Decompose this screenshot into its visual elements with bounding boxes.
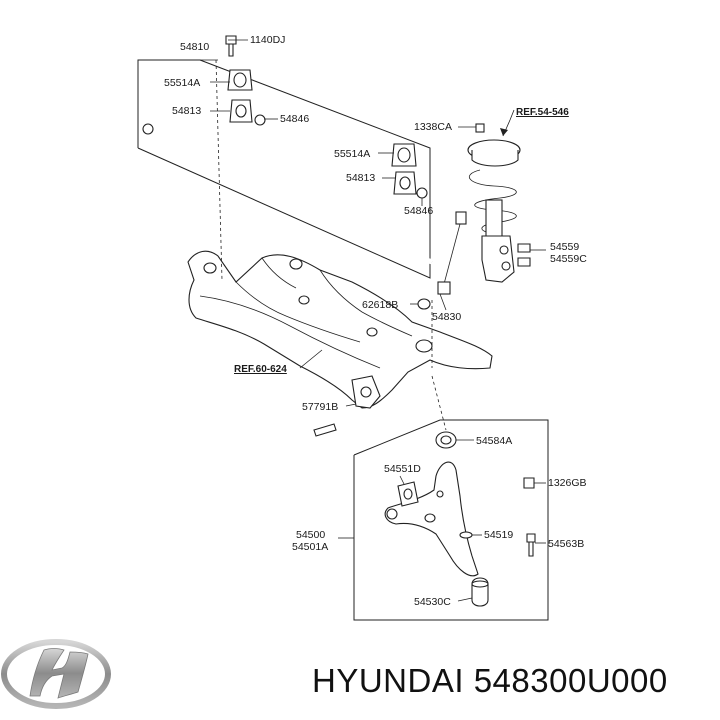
label-62618B: 62618B xyxy=(362,299,398,311)
label-54519: 54519 xyxy=(484,529,513,541)
label-54559C: 54559C xyxy=(550,253,587,265)
label-54563B: 54563B xyxy=(548,538,584,550)
label-57791B: 57791B xyxy=(302,401,338,413)
subframe-crossmember xyxy=(187,250,493,409)
brand-name: HYUNDAI xyxy=(312,662,465,699)
label-54551D: 54551D xyxy=(384,463,421,475)
label-ref-60-624: REF.60-624 xyxy=(234,364,287,375)
label-1338CA: 1338CA xyxy=(414,121,452,133)
strut-assembly xyxy=(467,109,521,283)
lower-control-arm xyxy=(384,461,479,577)
bolt-57791B xyxy=(313,423,337,437)
label-55514A-upper: 55514A xyxy=(164,77,200,89)
nut-54846-lower xyxy=(416,187,428,199)
washer-54519 xyxy=(459,531,473,539)
ball-joint-54530C xyxy=(471,577,489,607)
bracket-54813-lower xyxy=(393,171,417,195)
label-54813-lower: 54813 xyxy=(346,172,375,184)
lower-arm-group-box xyxy=(353,419,549,621)
stabilizer-bar xyxy=(142,120,433,265)
label-54501A: 54501A xyxy=(292,541,328,553)
label-54559: 54559 xyxy=(550,241,579,253)
label-1326GB: 1326GB xyxy=(548,477,587,489)
nut-54846-upper xyxy=(254,114,266,126)
label-54830: 54830 xyxy=(432,311,461,323)
bushing-55514A-upper xyxy=(227,69,253,91)
hyundai-logo-icon xyxy=(1,639,111,709)
part-caption: HYUNDAI 548300U000 xyxy=(312,662,668,700)
bushing-54551D xyxy=(397,481,419,507)
nut-1326GB xyxy=(523,477,535,489)
bolt-1140DJ xyxy=(225,35,237,57)
label-1140DJ: 1140DJ xyxy=(250,34,285,46)
leader-lines xyxy=(210,39,546,602)
stabilizer-group-box xyxy=(137,59,431,279)
label-54500: 54500 xyxy=(296,529,325,541)
nut-62618B xyxy=(417,298,431,310)
label-54810: 54810 xyxy=(180,41,209,53)
stabilizer-link-54830 xyxy=(437,211,467,295)
part-number: 548300U000 xyxy=(473,662,668,699)
label-54813-upper: 54813 xyxy=(172,105,201,117)
label-54846-upper: 54846 xyxy=(280,113,309,125)
label-54530C: 54530C xyxy=(414,596,451,608)
label-ref-54-546: REF.54-546 xyxy=(516,107,569,118)
bolts-54559 xyxy=(517,243,531,267)
label-54584A: 54584A xyxy=(476,435,512,447)
label-55514A-lower: 55514A xyxy=(334,148,370,160)
label-54846-lower: 54846 xyxy=(404,205,433,217)
bushing-54584A xyxy=(435,431,457,449)
bolt-54563B xyxy=(526,533,536,557)
bracket-54813-upper xyxy=(229,99,253,123)
bushing-55514A-lower xyxy=(391,143,417,167)
